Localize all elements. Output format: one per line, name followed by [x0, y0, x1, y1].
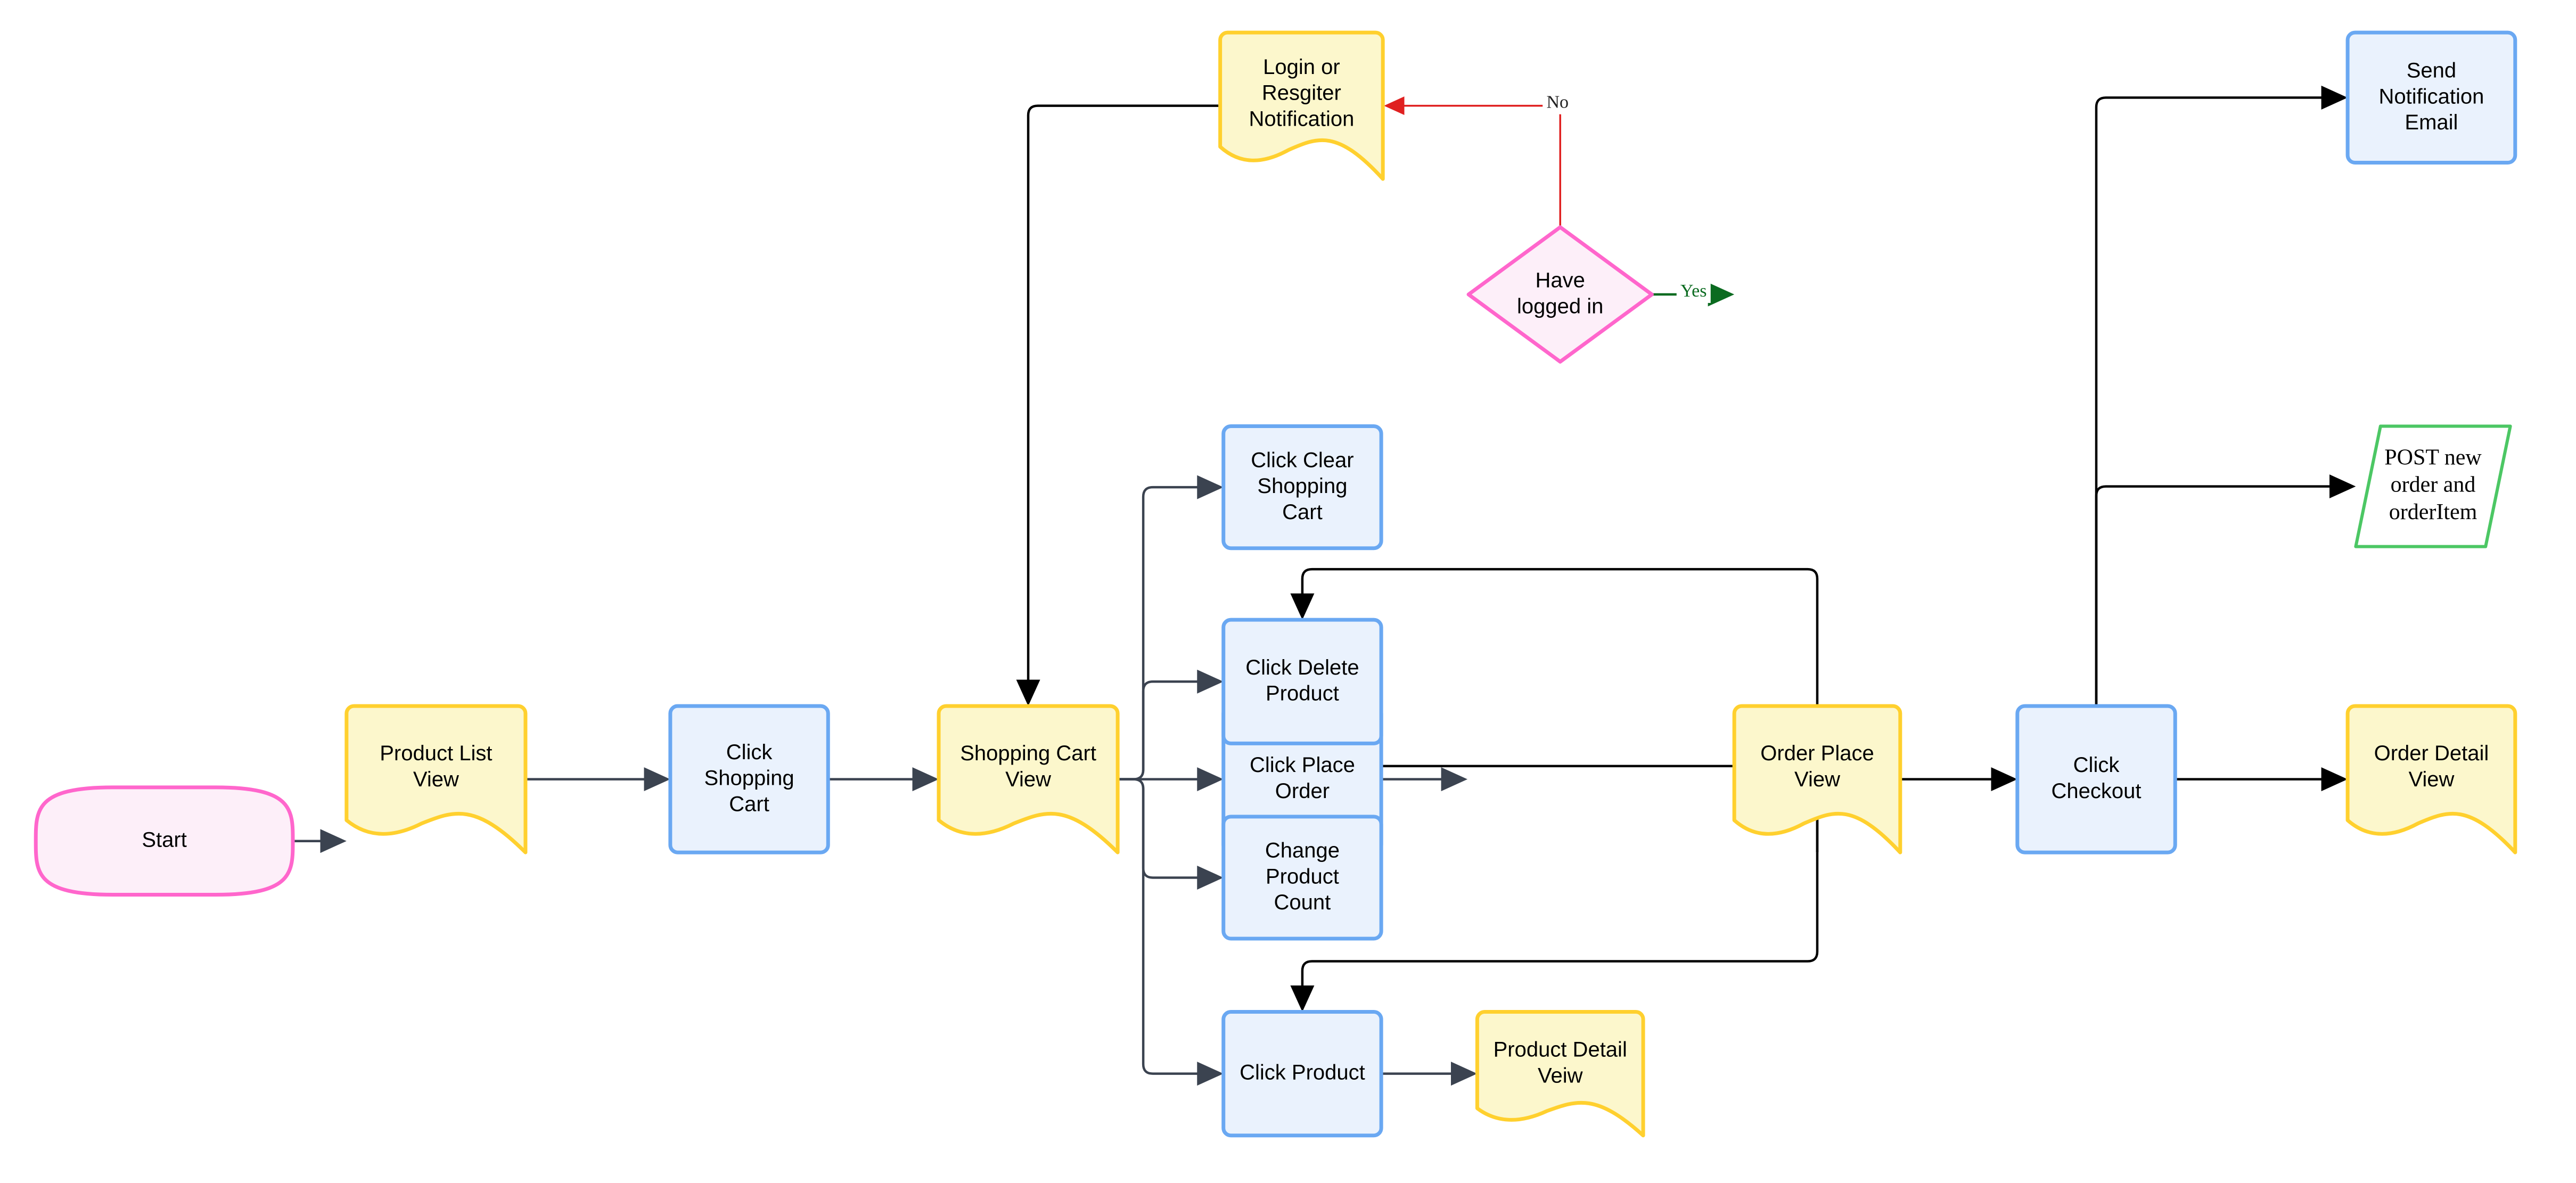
node-label: Click Product — [1240, 1061, 1365, 1084]
node-shape — [1466, 225, 1654, 364]
node-clickproduct[interactable]: Click Product — [1221, 1010, 1383, 1138]
node-shape — [1221, 1010, 1383, 1138]
edge — [1290, 852, 1819, 1012]
node-start[interactable]: Start — [34, 785, 295, 897]
node-shape — [937, 704, 1120, 855]
edge — [1384, 96, 1561, 226]
edge-label-no: No — [1546, 92, 1569, 112]
edge — [1118, 475, 1224, 781]
edge — [1118, 778, 1224, 890]
edge-label-yes: Yes — [1680, 281, 1707, 301]
edge — [2095, 474, 2356, 853]
edge-label-bg — [1676, 281, 1711, 303]
node-shape — [1221, 618, 1383, 745]
node-shape — [2345, 704, 2517, 855]
node-shape — [1221, 815, 1383, 941]
node-shape — [2354, 424, 2512, 548]
node-shape — [668, 704, 830, 855]
edge-label-layer: Yes No — [1543, 92, 1711, 303]
edge — [1290, 568, 1819, 853]
node-shape — [1732, 704, 1902, 855]
node-shape — [344, 704, 528, 855]
edge-label-bg — [1543, 92, 1574, 114]
edge-layer — [292, 85, 2356, 1086]
node-label: Start — [142, 828, 186, 851]
edge — [1118, 778, 1224, 1086]
node-shape — [34, 785, 295, 897]
node-shape — [2345, 30, 2517, 165]
edge — [2095, 85, 2348, 706]
edge — [1118, 669, 1224, 781]
node-shape — [1475, 1010, 1645, 1138]
node-shape — [1221, 424, 1383, 551]
edge — [1016, 104, 1220, 706]
node-shape — [1218, 30, 1385, 181]
node-shape — [2015, 704, 2177, 855]
